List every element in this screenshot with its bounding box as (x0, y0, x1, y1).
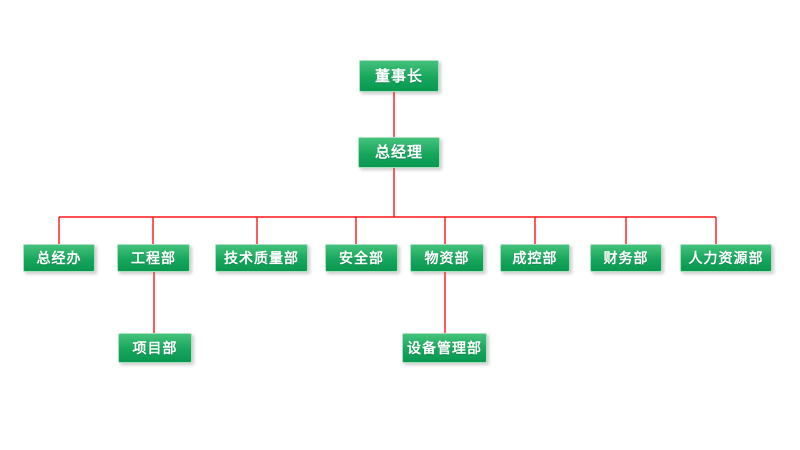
org-node-engineering: 工程部 (117, 244, 190, 272)
org-node-project: 项目部 (118, 333, 192, 363)
org-node-chairman: 董事长 (359, 60, 439, 92)
org-node-human-resources: 人力资源部 (680, 244, 772, 272)
org-node-materials-label: 物资部 (424, 250, 470, 266)
org-node-chairman-label: 董事长 (374, 67, 423, 85)
org-node-safety-label: 安全部 (339, 250, 384, 266)
org-node-tech-quality-label: 技术质量部 (224, 250, 299, 266)
org-node-general-office-label: 总经办 (36, 250, 82, 266)
org-node-equipment-mgmt: 设备管理部 (402, 333, 487, 363)
org-node-general-manager: 总经理 (358, 137, 440, 168)
org-node-tech-quality: 技术质量部 (215, 244, 308, 272)
org-node-materials: 物资部 (410, 244, 484, 272)
org-node-finance-label: 财务部 (603, 250, 649, 266)
org-node-engineering-label: 工程部 (131, 250, 176, 266)
org-node-general-manager-label: 总经理 (374, 144, 423, 161)
org-node-equipment-mgmt-label: 设备管理部 (407, 340, 482, 356)
org-node-human-resources-label: 人力资源部 (688, 250, 764, 266)
org-node-cost-control-label: 成控部 (512, 250, 558, 266)
org-node-cost-control: 成控部 (500, 244, 570, 272)
org-node-project-label: 项目部 (132, 340, 178, 356)
org-node-safety: 安全部 (325, 244, 398, 272)
org-node-general-office: 总经办 (23, 244, 95, 272)
org-node-finance: 财务部 (590, 244, 662, 272)
